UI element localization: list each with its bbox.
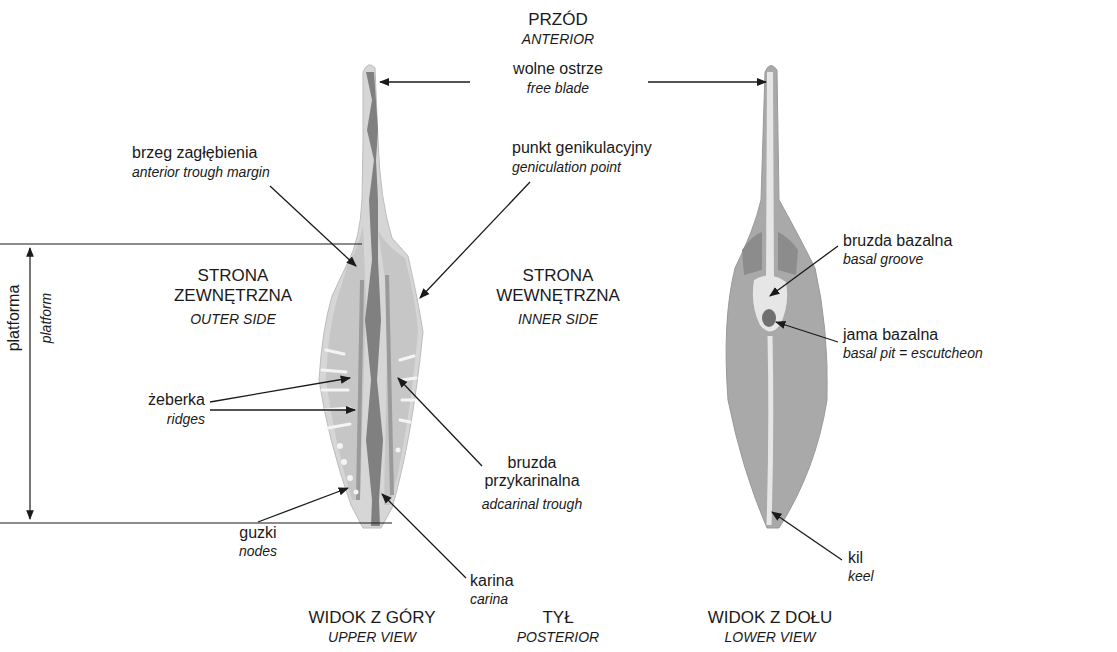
part-label: guzki bbox=[239, 524, 276, 542]
part-label: free blade bbox=[527, 80, 589, 96]
part-label: brzeg zagłębienia bbox=[132, 144, 257, 162]
part-label: bruzda przykarinalna bbox=[467, 454, 597, 491]
heading-label: LOWER VIEW bbox=[724, 629, 815, 645]
heading-label: ANTERIOR bbox=[522, 31, 594, 47]
part-label: basal pit = escutcheon bbox=[843, 345, 983, 361]
heading-label: WIDOK Z GÓRY bbox=[308, 608, 435, 628]
heading-label: TYŁ bbox=[542, 608, 573, 628]
part-label: kil bbox=[848, 549, 863, 567]
part-label: anterior trough margin bbox=[132, 164, 270, 180]
heading-label: POSTERIOR bbox=[517, 629, 599, 645]
part-label: żeberka bbox=[148, 391, 205, 409]
part-label: carina bbox=[470, 591, 508, 607]
upper-view-element bbox=[319, 65, 423, 528]
heading-label: INNER SIDE bbox=[518, 311, 598, 327]
part-label: platform bbox=[38, 293, 54, 344]
lower-view-element bbox=[726, 65, 827, 528]
part-label: nodes bbox=[239, 543, 277, 559]
heading-label: OUTER SIDE bbox=[190, 311, 276, 327]
heading-label: STRONA ZEWNĘTRZNA bbox=[158, 266, 308, 305]
heading-label: PRZÓD bbox=[528, 10, 588, 30]
part-label: karina bbox=[470, 572, 514, 590]
part-label: ridges bbox=[167, 411, 205, 427]
heading-label: WIDOK Z DOŁU bbox=[708, 608, 833, 628]
heading-label: UPPER VIEW bbox=[328, 629, 416, 645]
part-label: platforma bbox=[5, 285, 23, 352]
part-label: adcarinal trough bbox=[482, 496, 582, 512]
part-label: basal groove bbox=[843, 251, 923, 267]
platform-bracket bbox=[0, 244, 392, 523]
heading-label: STRONA WEWNĘTRZNA bbox=[483, 266, 633, 305]
part-label: keel bbox=[848, 568, 874, 584]
leader-lines bbox=[210, 82, 842, 578]
part-label: bruzda bazalna bbox=[843, 232, 952, 250]
part-label: jama bazalna bbox=[843, 326, 938, 344]
part-label: geniculation point bbox=[512, 159, 621, 175]
part-label: wolne ostrze bbox=[513, 60, 603, 78]
part-label: punkt genikulacyjny bbox=[512, 139, 652, 157]
